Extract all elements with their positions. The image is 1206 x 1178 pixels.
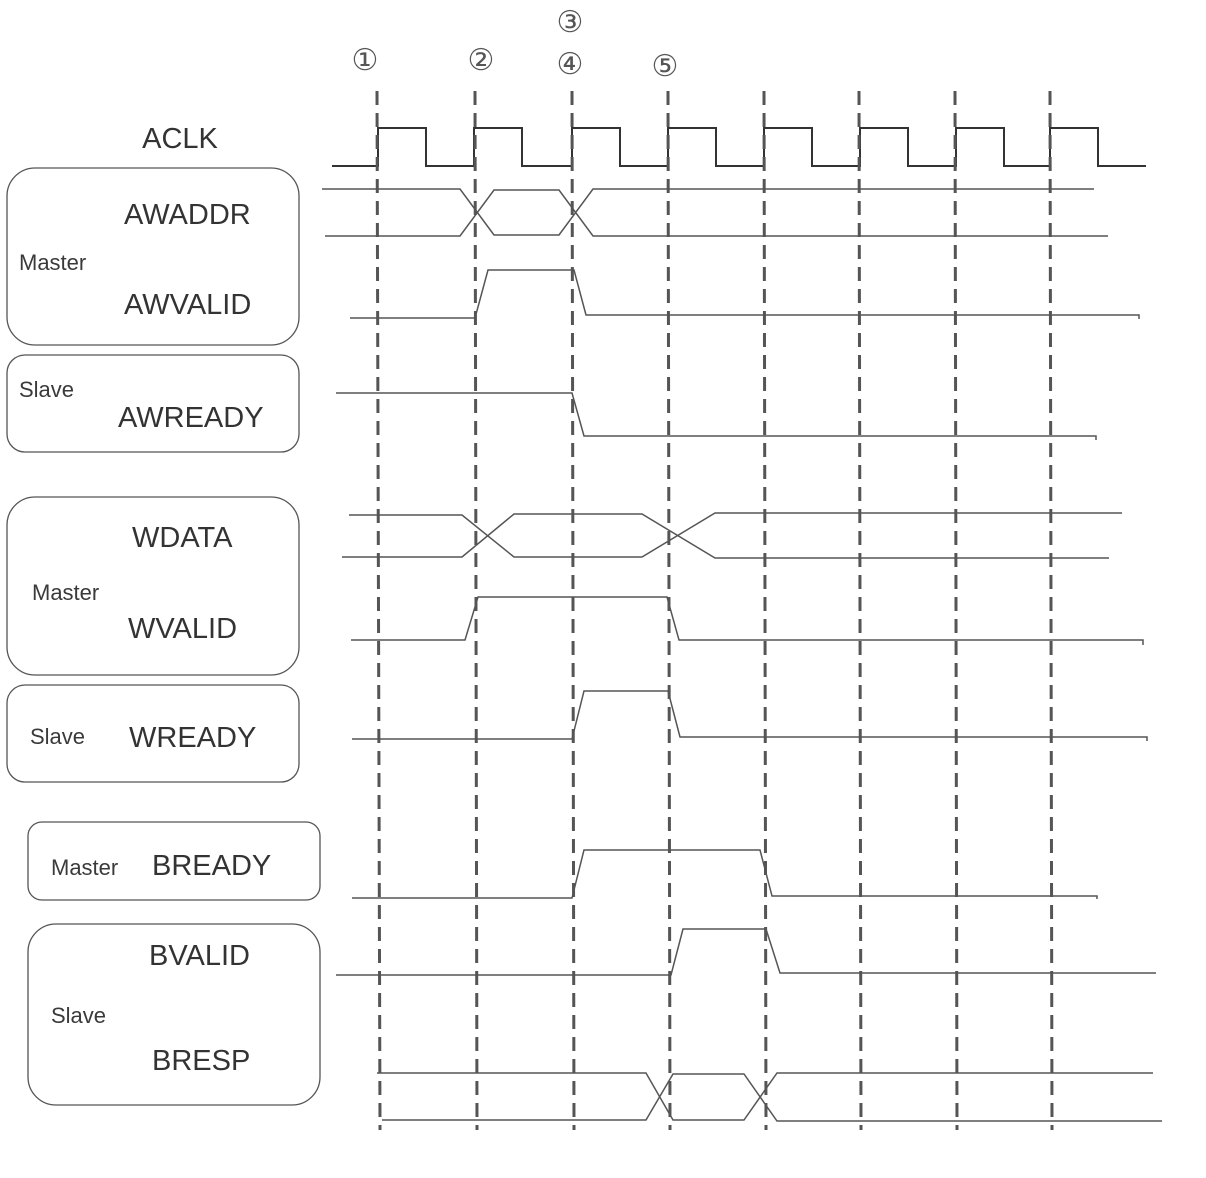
w-master-role-label: Master: [32, 580, 99, 605]
wvalid-label: WVALID: [128, 613, 237, 645]
w-master-group-box: [6, 496, 300, 676]
awvalid-waveform: [350, 269, 1140, 319]
b-slave-group-box: [27, 923, 321, 1106]
aw-slave-role-label: Slave: [19, 377, 74, 402]
edge-guide-2: [473, 90, 479, 1131]
wready-label: WREADY: [129, 722, 256, 754]
aw-master-group-box: [6, 167, 300, 346]
wvalid-waveform: [351, 596, 1144, 645]
b-master-group-box: [27, 821, 321, 901]
b-slave-role-label: Slave: [51, 1003, 106, 1028]
edge-guide-1: [375, 90, 382, 1131]
marker-2: ②: [468, 43, 495, 78]
bready-waveform: [352, 849, 1098, 899]
edge-guide-5: [762, 90, 768, 1131]
awaddr-waveform-top: [322, 188, 1094, 236]
marker-3: ③: [557, 5, 584, 40]
bresp-label: BRESP: [152, 1045, 250, 1077]
wdata-waveform-top: [349, 512, 1122, 558]
aw-master-role-label: Master: [19, 250, 86, 275]
wready-waveform: [352, 690, 1148, 741]
marker-5: ⑤: [652, 49, 679, 84]
awvalid-label: AWVALID: [124, 289, 251, 321]
marker-1: ①: [352, 43, 379, 78]
w-slave-role-label: Slave: [30, 724, 85, 749]
awready-label: AWREADY: [118, 402, 264, 434]
awaddr-waveform-bottom: [325, 189, 1108, 237]
marker-4: ④: [557, 47, 584, 82]
edge-guide-7: [953, 90, 959, 1131]
awaddr-label: AWADDR: [124, 199, 251, 231]
edge-guide-4: [666, 90, 672, 1131]
bready-label: BREADY: [152, 850, 271, 882]
bvalid-label: BVALID: [149, 940, 250, 972]
b-master-role-label: Master: [51, 855, 118, 880]
wdata-label: WDATA: [132, 522, 233, 554]
aclk-waveform: [332, 127, 1146, 167]
edge-guide-8: [1048, 90, 1054, 1131]
wdata-waveform-bottom: [342, 513, 1109, 559]
aw-slave-group-box: [6, 354, 300, 453]
bresp-waveform-bottom: [382, 1073, 1162, 1122]
edge-guide-3: [570, 90, 576, 1131]
aclk-label: ACLK: [142, 123, 218, 155]
w-slave-group-box: [6, 684, 300, 783]
bresp-waveform-top: [377, 1072, 1153, 1121]
bvalid-waveform: [336, 928, 1156, 976]
edge-guide-6: [857, 90, 863, 1131]
awready-waveform: [336, 392, 1097, 440]
